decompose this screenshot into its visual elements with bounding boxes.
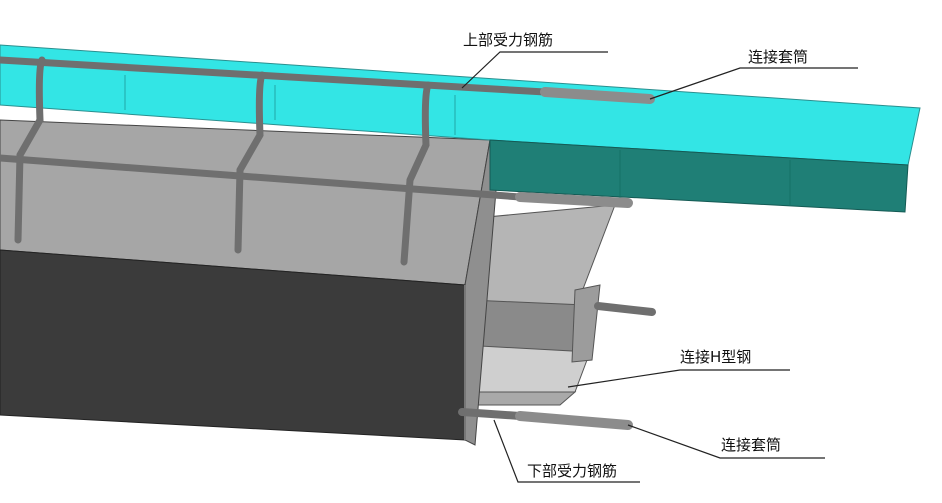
slab-front-face (489, 139, 909, 213)
upper-rebars (0, 56, 549, 201)
label-lower-sleeve: 连接套筒 (721, 436, 781, 454)
upper-rebar-top (0, 56, 549, 96)
h-steel-back-plate (571, 284, 601, 363)
precast-beam (0, 119, 501, 446)
upper-sleeve-lower (515, 192, 633, 208)
leader-upper-sleeve (649, 67, 858, 100)
label-lower-rebar: 下部受力钢筋 (527, 462, 617, 480)
lower-rebar-back (594, 302, 656, 316)
leader-lower-sleeve (627, 424, 825, 459)
upper-sleeve-top (540, 87, 655, 104)
h-steel (454, 204, 616, 406)
leader-upper-rebar (461, 51, 608, 89)
leader-lower-rebar (493, 419, 640, 483)
upper-rebar-lower (0, 154, 524, 201)
leader-lines (461, 51, 858, 483)
lower-rebar-front (458, 408, 524, 420)
label-upper-rebar: 上部受力钢筋 (463, 31, 553, 49)
upper-sleeves (515, 87, 655, 208)
lower-rebars (458, 302, 656, 430)
label-h-steel: 连接H型钢 (680, 348, 751, 366)
lower-sleeve (515, 411, 633, 430)
leader-h-steel (567, 369, 790, 388)
label-upper-sleeve: 连接套筒 (748, 48, 808, 66)
